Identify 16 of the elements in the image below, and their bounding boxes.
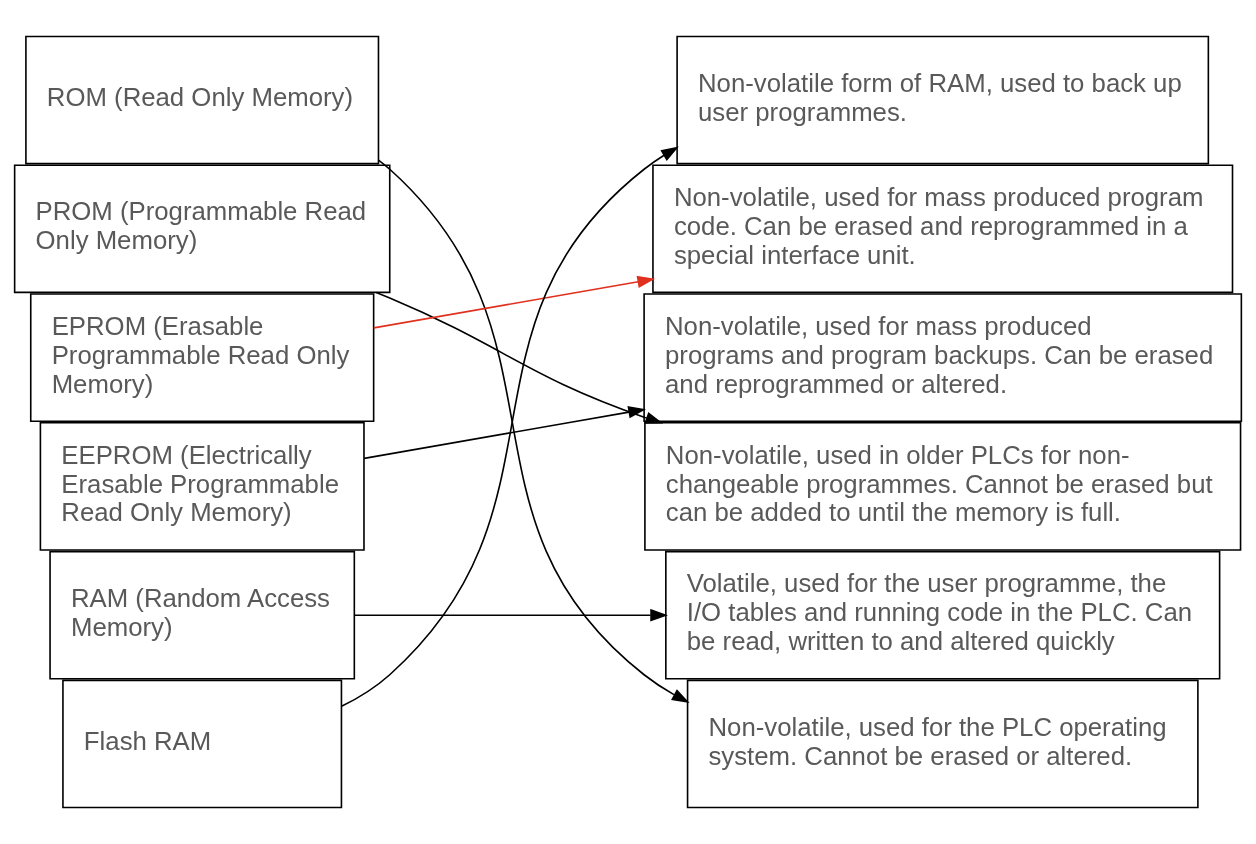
arrow — [373, 275, 656, 329]
node-box: Non-volatile form of RAM, used to back up user programmes. — [676, 35, 1210, 165]
node-box: PROM (Programmable Read Only Memory) — [13, 164, 391, 294]
arrow — [353, 608, 668, 622]
arrow — [377, 159, 690, 703]
node-box: RAM (Random Access Memory) — [49, 550, 356, 680]
node-box: Non-volatile, used in older PLCs for non-changeable programmes. Cannot be erased but can be added to until the memory is full. — [644, 422, 1242, 551]
node-box: EEPROM (Electrically Erasable Programmable Read Only Memory) — [39, 422, 365, 551]
node-box: ROM (Read Only Memory) — [25, 35, 380, 165]
arrow — [340, 146, 679, 708]
node-box: Non-volatile, used for mass produced program code. Can be erased and reprogrammed in a special interface unit. — [652, 164, 1234, 294]
node-box: Volatile, used for the user programme, the I/O tables and running code in the PLC. Can be read, written to and altered quickly — [665, 550, 1221, 680]
node-box: Flash RAM — [62, 679, 343, 809]
node-box: Non-volatile, used for the PLC operating system. Cannot be erased or altered. — [686, 679, 1199, 809]
node-box: EPROM (Erasable Programmable Read Only Memory) — [29, 293, 375, 422]
arrow — [363, 406, 646, 460]
